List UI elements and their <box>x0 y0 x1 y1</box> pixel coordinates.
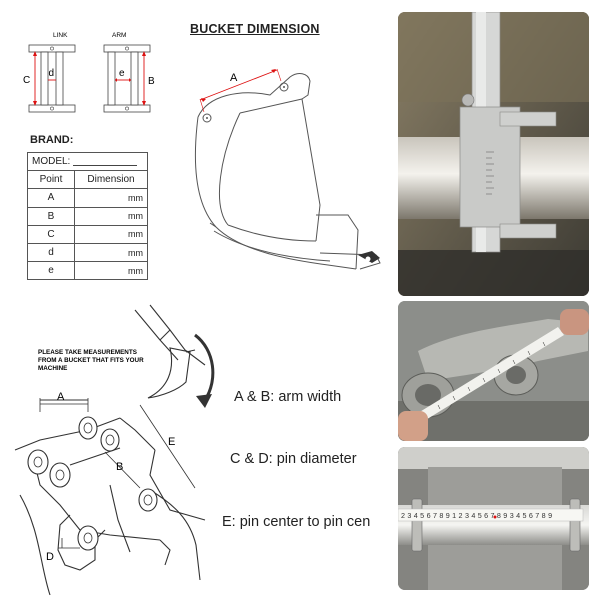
brand-label: BRAND: <box>30 134 74 146</box>
bucket-label-a: A <box>230 72 238 84</box>
bucket-side-drawing: A <box>194 68 381 270</box>
pin-tape-photo: 2 3 4 5 6 7 8 9 1 2 3 4 5 6 7 8 9 3 4 5 … <box>398 447 589 590</box>
table-row: B mm <box>27 206 148 226</box>
label-d: d <box>49 68 55 79</box>
perspective-label-d: D <box>46 551 54 563</box>
perspective-bucket-illustration: A B E D PLEASE TAKE MEASUREMENTS FROM A … <box>14 304 215 596</box>
caption-arm-width: A & B: arm width <box>234 389 342 405</box>
header-dimension: Dimension <box>74 170 148 190</box>
label-c: C <box>23 75 30 86</box>
label-e: e <box>119 68 125 79</box>
pin-dimension-diagram: LINK ARM C d e B <box>23 32 155 113</box>
model-row: MODEL: <box>27 151 148 172</box>
dimension-table: MODEL: Point Dimension A mm B mm C mm d … <box>27 151 148 281</box>
caption-pin-diameter: C & D: pin diameter <box>230 451 357 467</box>
perspective-label-e: E <box>168 436 175 448</box>
table-row: e mm <box>27 261 148 281</box>
table-row: A mm <box>27 188 148 208</box>
table-header-row: Point Dimension <box>27 170 148 190</box>
table-row: C mm <box>27 224 148 244</box>
table-row: d mm <box>27 242 148 263</box>
instruction-line-3: MACHINE <box>38 365 67 372</box>
model-label: MODEL: <box>32 156 71 168</box>
perspective-label-a: A <box>57 391 65 403</box>
bucket-dimension-title: BUCKET DIMENSION <box>190 22 320 36</box>
arm-tape-photo <box>398 301 589 441</box>
instruction-line-2: FROM A BUCKET THAT FITS YOUR <box>38 357 144 364</box>
caption-pin-center: E: pin center to pin cen <box>222 514 371 530</box>
caliper-photo <box>398 12 589 296</box>
perspective-label-b: B <box>116 461 123 473</box>
arm-label: ARM <box>112 32 126 39</box>
header-point: Point <box>27 170 75 190</box>
instruction-line-1: PLEASE TAKE MEASUREMENTS <box>38 349 137 356</box>
label-b: B <box>148 76 155 87</box>
tape-scale-text: 2 3 4 5 6 7 8 9 1 2 3 4 5 6 7 8 9 3 4 5 … <box>401 511 552 520</box>
link-label: LINK <box>53 32 68 39</box>
